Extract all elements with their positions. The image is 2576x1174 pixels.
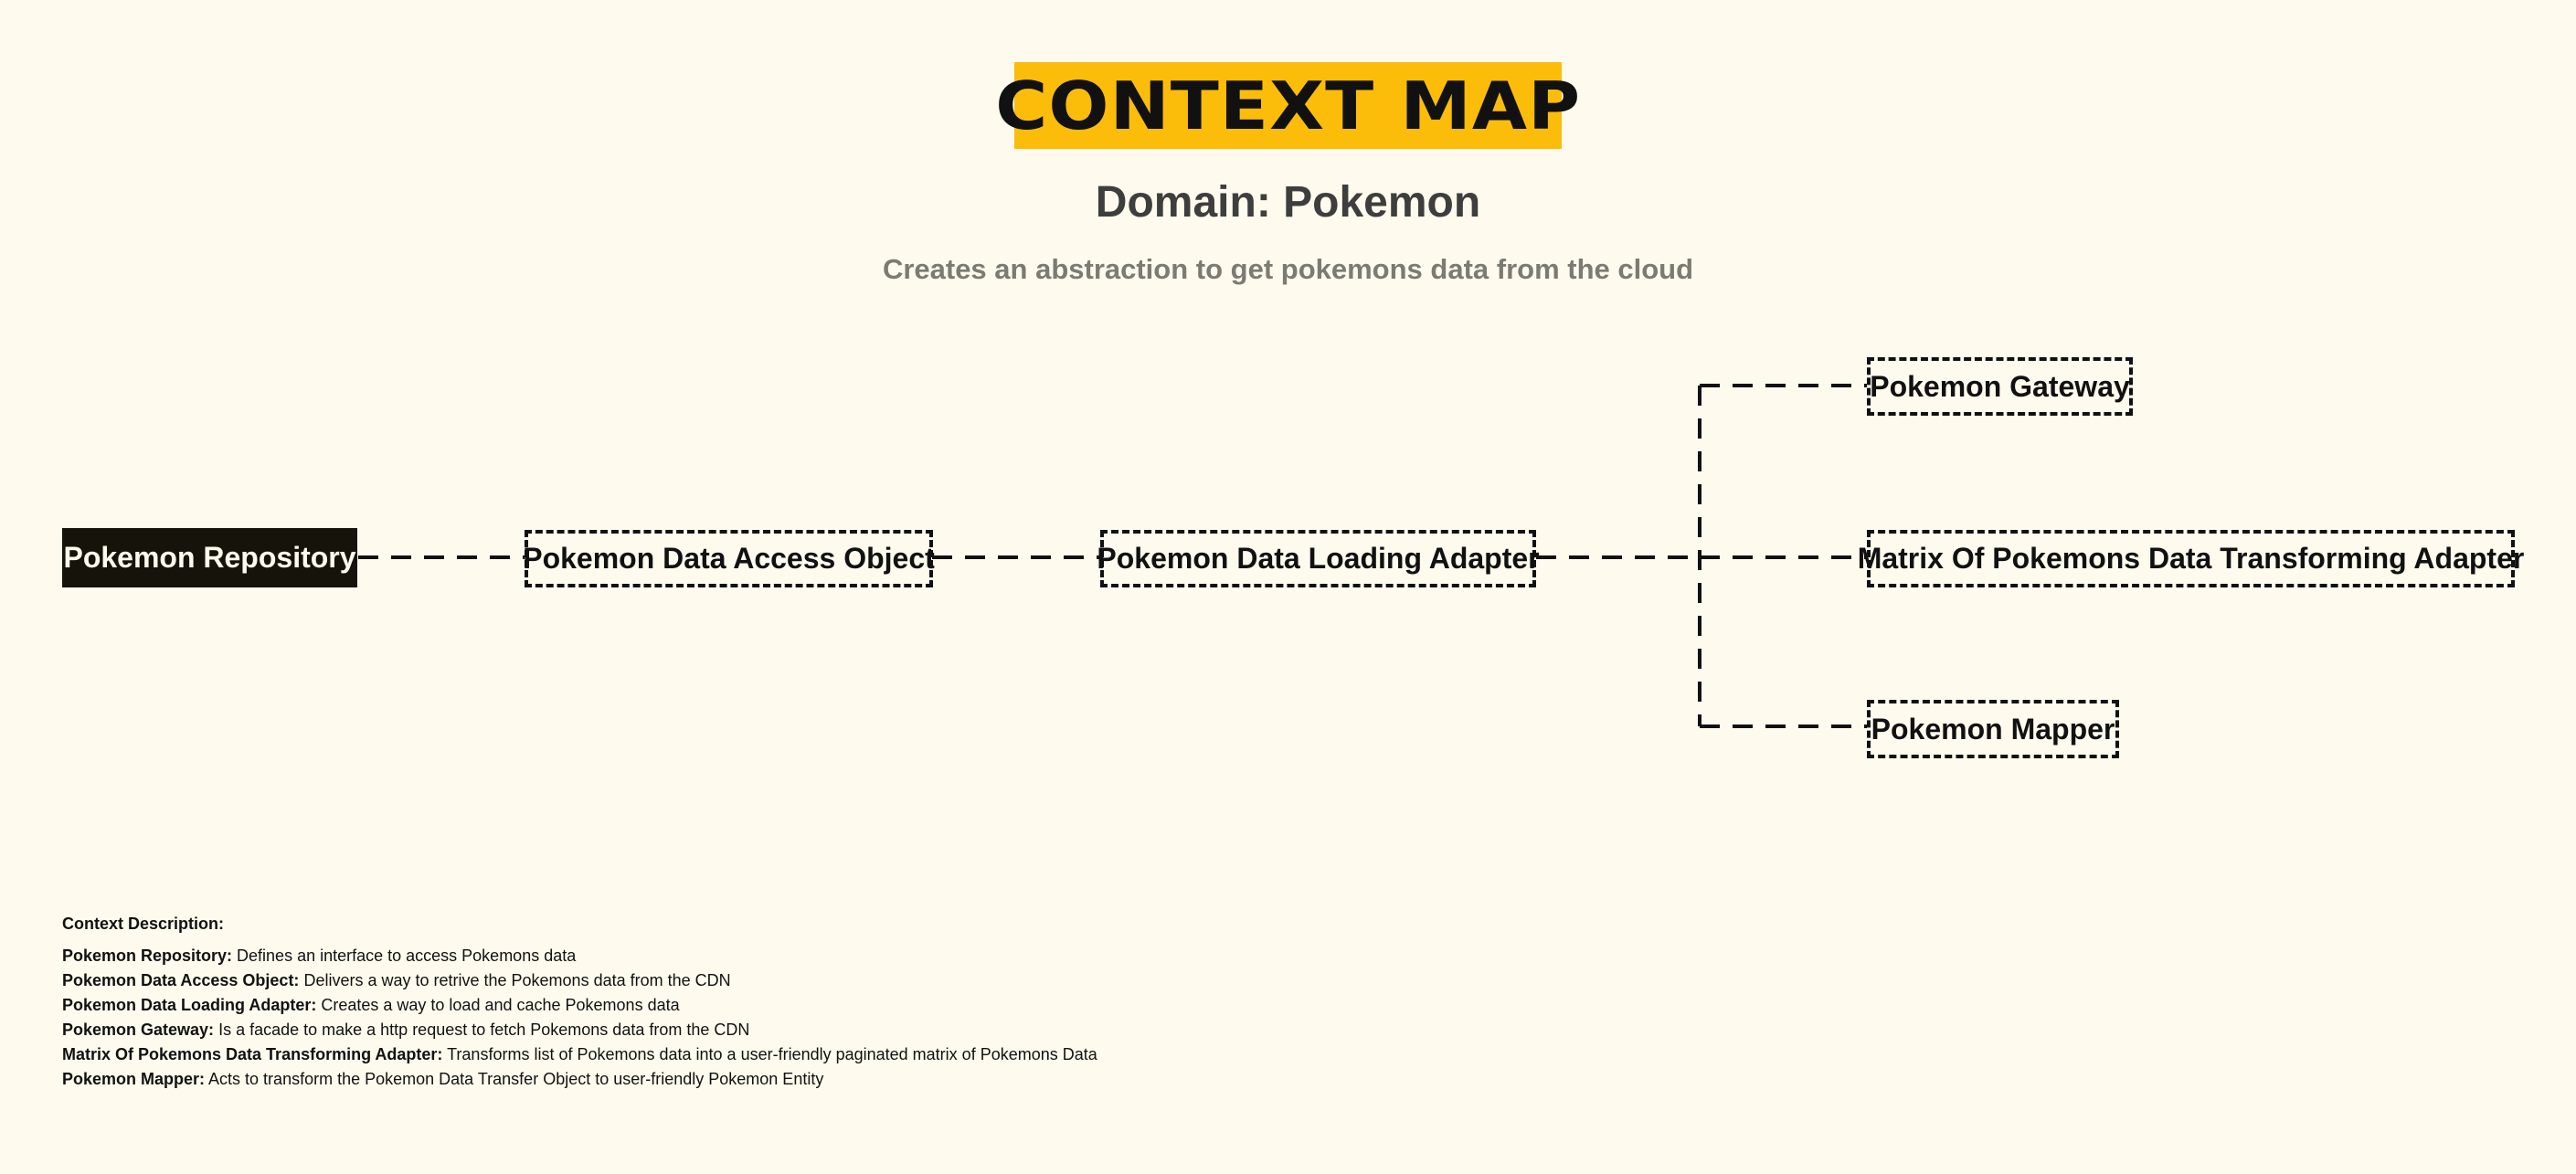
- description-text: Defines an interface to access Pokemons …: [232, 947, 577, 965]
- node-pokemon-data-access-object: Pokemon Data Access Object: [523, 530, 935, 587]
- node-label: Pokemon Gateway: [1870, 369, 2130, 403]
- node-label: Pokemon Data Access Object: [523, 542, 935, 575]
- description-item: Pokemon Gateway: Is a facade to make a h…: [62, 1018, 1097, 1042]
- node-label: Matrix Of Pokemons Data Transforming Ada…: [1857, 542, 2525, 575]
- description-item: Pokemon Data Loading Adapter: Creates a …: [62, 993, 1097, 1018]
- node-label: Pokemon Mapper: [1871, 712, 2115, 746]
- description-term: Matrix Of Pokemons Data Transforming Ada…: [62, 1045, 443, 1063]
- domain-heading: Domain: Pokemon: [1095, 178, 1481, 227]
- node-pokemon-mapper: Pokemon Mapper: [1867, 700, 2119, 758]
- description-term: Pokemon Mapper:: [62, 1070, 206, 1088]
- node-pokemon-repository: Pokemon Repository: [62, 528, 357, 587]
- node-pokemon-gateway: Pokemon Gateway: [1867, 357, 2133, 416]
- node-label: Pokemon Repository: [63, 541, 356, 574]
- description-text: Acts to transform the Pokemon Data Trans…: [205, 1070, 824, 1088]
- description-text: Is a facade to make a http request to fe…: [214, 1021, 750, 1039]
- description-text: Delivers a way to retrive the Pokemons d…: [299, 971, 731, 989]
- description-term: Pokemon Data Loading Adapter:: [62, 996, 317, 1014]
- node-matrix-of-pokemons-data-transforming-adapter: Matrix Of Pokemons Data Transforming Ada…: [1858, 530, 2524, 587]
- node-pokemon-data-loading-adapter: Pokemon Data Loading Adapter: [1097, 530, 1540, 587]
- domain-subtitle: Creates an abstraction to get pokemons d…: [882, 253, 1694, 285]
- description-item: Pokemon Data Access Object: Delivers a w…: [62, 968, 1097, 993]
- description-term: Pokemon Data Access Object:: [62, 971, 300, 989]
- title-banner: CONTEXT MAP: [995, 62, 1580, 149]
- description-item: Matrix Of Pokemons Data Transforming Ada…: [62, 1042, 1097, 1067]
- description-text: Creates a way to load and cache Pokemons…: [316, 996, 680, 1014]
- page-title: CONTEXT MAP: [995, 67, 1581, 144]
- node-label: Pokemon Data Loading Adapter: [1097, 542, 1540, 575]
- description-term: Pokemon Repository:: [62, 947, 233, 965]
- description-text: Transforms list of Pokemons data into a …: [442, 1045, 1097, 1063]
- description-term: Pokemon Gateway:: [62, 1021, 215, 1039]
- context-description-heading: Context Description:: [62, 915, 225, 933]
- context-description: Context Description: Pokemon Repository:…: [62, 912, 1097, 1092]
- description-item: Pokemon Mapper: Acts to transform the Po…: [62, 1067, 1097, 1092]
- description-item: Pokemon Repository: Defines an interface…: [62, 944, 1097, 968]
